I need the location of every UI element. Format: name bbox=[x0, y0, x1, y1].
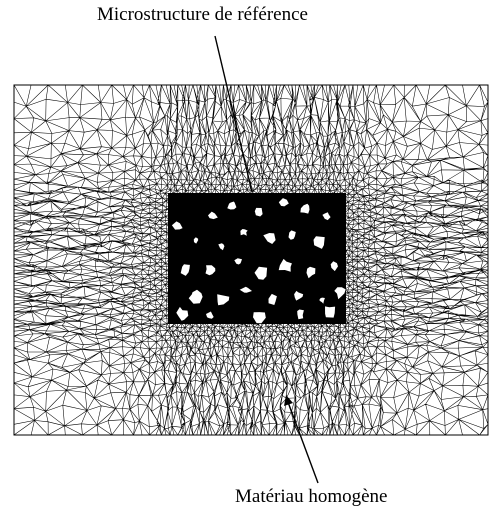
inclusion-grain bbox=[278, 198, 289, 207]
inclusion-grain bbox=[268, 293, 277, 305]
inclusion-grain bbox=[306, 266, 316, 279]
inclusion-grain bbox=[322, 212, 331, 221]
inclusion-grain bbox=[171, 221, 183, 230]
inclusion-grain bbox=[325, 306, 336, 318]
microstructure-label: Microstructure de référence bbox=[97, 4, 308, 25]
inclusion-grain bbox=[330, 261, 338, 272]
inclusion-grain bbox=[263, 233, 276, 244]
inclusion-grain bbox=[205, 265, 216, 276]
inclusion-grain bbox=[297, 309, 304, 320]
inclusion-grain bbox=[217, 294, 230, 306]
inclusion-grain bbox=[278, 258, 292, 272]
homogeneous-material-label: Matériau homogène bbox=[235, 486, 388, 507]
inclusion-grain bbox=[227, 201, 237, 210]
inclusion-grain bbox=[180, 264, 190, 276]
homogeneous-pointer-arrow bbox=[287, 401, 319, 484]
inclusion-grain bbox=[254, 207, 263, 217]
inclusion-grain bbox=[240, 229, 248, 236]
inclusion-grain bbox=[300, 203, 310, 214]
microstructure-inclusions bbox=[171, 198, 346, 324]
inclusion-grain bbox=[193, 237, 199, 244]
inclusion-grain bbox=[334, 287, 346, 300]
inclusion-grain bbox=[176, 306, 189, 321]
domain-boundary bbox=[13, 84, 489, 436]
inclusion-grain bbox=[288, 230, 296, 240]
inclusion-grain bbox=[319, 297, 325, 304]
inclusion-grain bbox=[208, 211, 218, 220]
inclusion-grain bbox=[313, 236, 325, 249]
inclusion-grain bbox=[218, 243, 225, 251]
inclusion-grain bbox=[294, 290, 304, 301]
microstructure-pointer-arrow bbox=[214, 35, 253, 193]
inclusion-grain bbox=[239, 286, 252, 293]
inclusion-grain bbox=[234, 258, 242, 265]
homogeneous-arrow-head bbox=[284, 395, 293, 406]
inclusion-grain bbox=[254, 266, 268, 280]
inclusion-grain bbox=[253, 312, 266, 324]
inclusion-grain bbox=[188, 289, 203, 304]
inclusion-grain bbox=[206, 311, 214, 319]
